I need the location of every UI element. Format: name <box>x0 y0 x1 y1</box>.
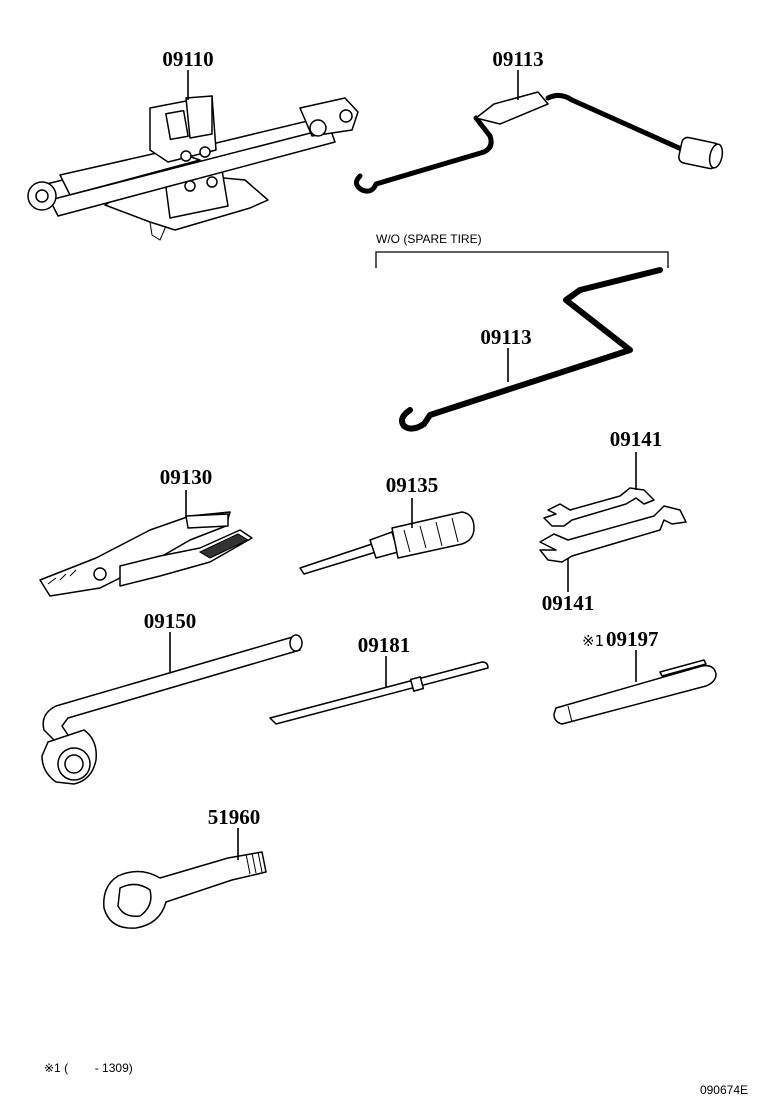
lug-wrench <box>41 634 303 785</box>
screwdriver <box>299 511 475 575</box>
part-number-09141-lower: 09141 <box>542 591 595 615</box>
footnote-range: ※1 ( - 1309) <box>44 1061 133 1075</box>
part-number-09150: 09150 <box>144 609 197 633</box>
part-number-09113-wo: 09113 <box>480 325 531 349</box>
part-number-51960: 51960 <box>208 805 261 829</box>
figure-id: 090674E <box>700 1083 748 1097</box>
part-number-09197: 09197 <box>606 627 659 651</box>
wrench-lower <box>539 505 687 563</box>
part-number-09130: 09130 <box>160 465 213 489</box>
part-number-09135: 09135 <box>386 473 439 497</box>
part-number-09110: 09110 <box>162 47 213 71</box>
part-number-09181: 09181 <box>358 633 411 657</box>
wrench-upper <box>543 487 655 527</box>
jack-handle-wo-spare <box>399 267 663 432</box>
tire-gauge <box>553 659 717 725</box>
part-number-09197-prefix: ※1 <box>582 632 604 650</box>
part-number-09113-top: 09113 <box>492 47 543 71</box>
pliers <box>39 511 253 597</box>
scissor-jack <box>27 95 359 241</box>
part-number-09141-upper: 09141 <box>610 427 663 451</box>
wo-bracket <box>375 251 669 268</box>
extension-rod <box>269 661 489 725</box>
wo-spare-tire-note: W/O (SPARE TIRE) <box>376 232 482 246</box>
jack-handle <box>354 91 724 194</box>
towing-eye <box>103 851 267 929</box>
